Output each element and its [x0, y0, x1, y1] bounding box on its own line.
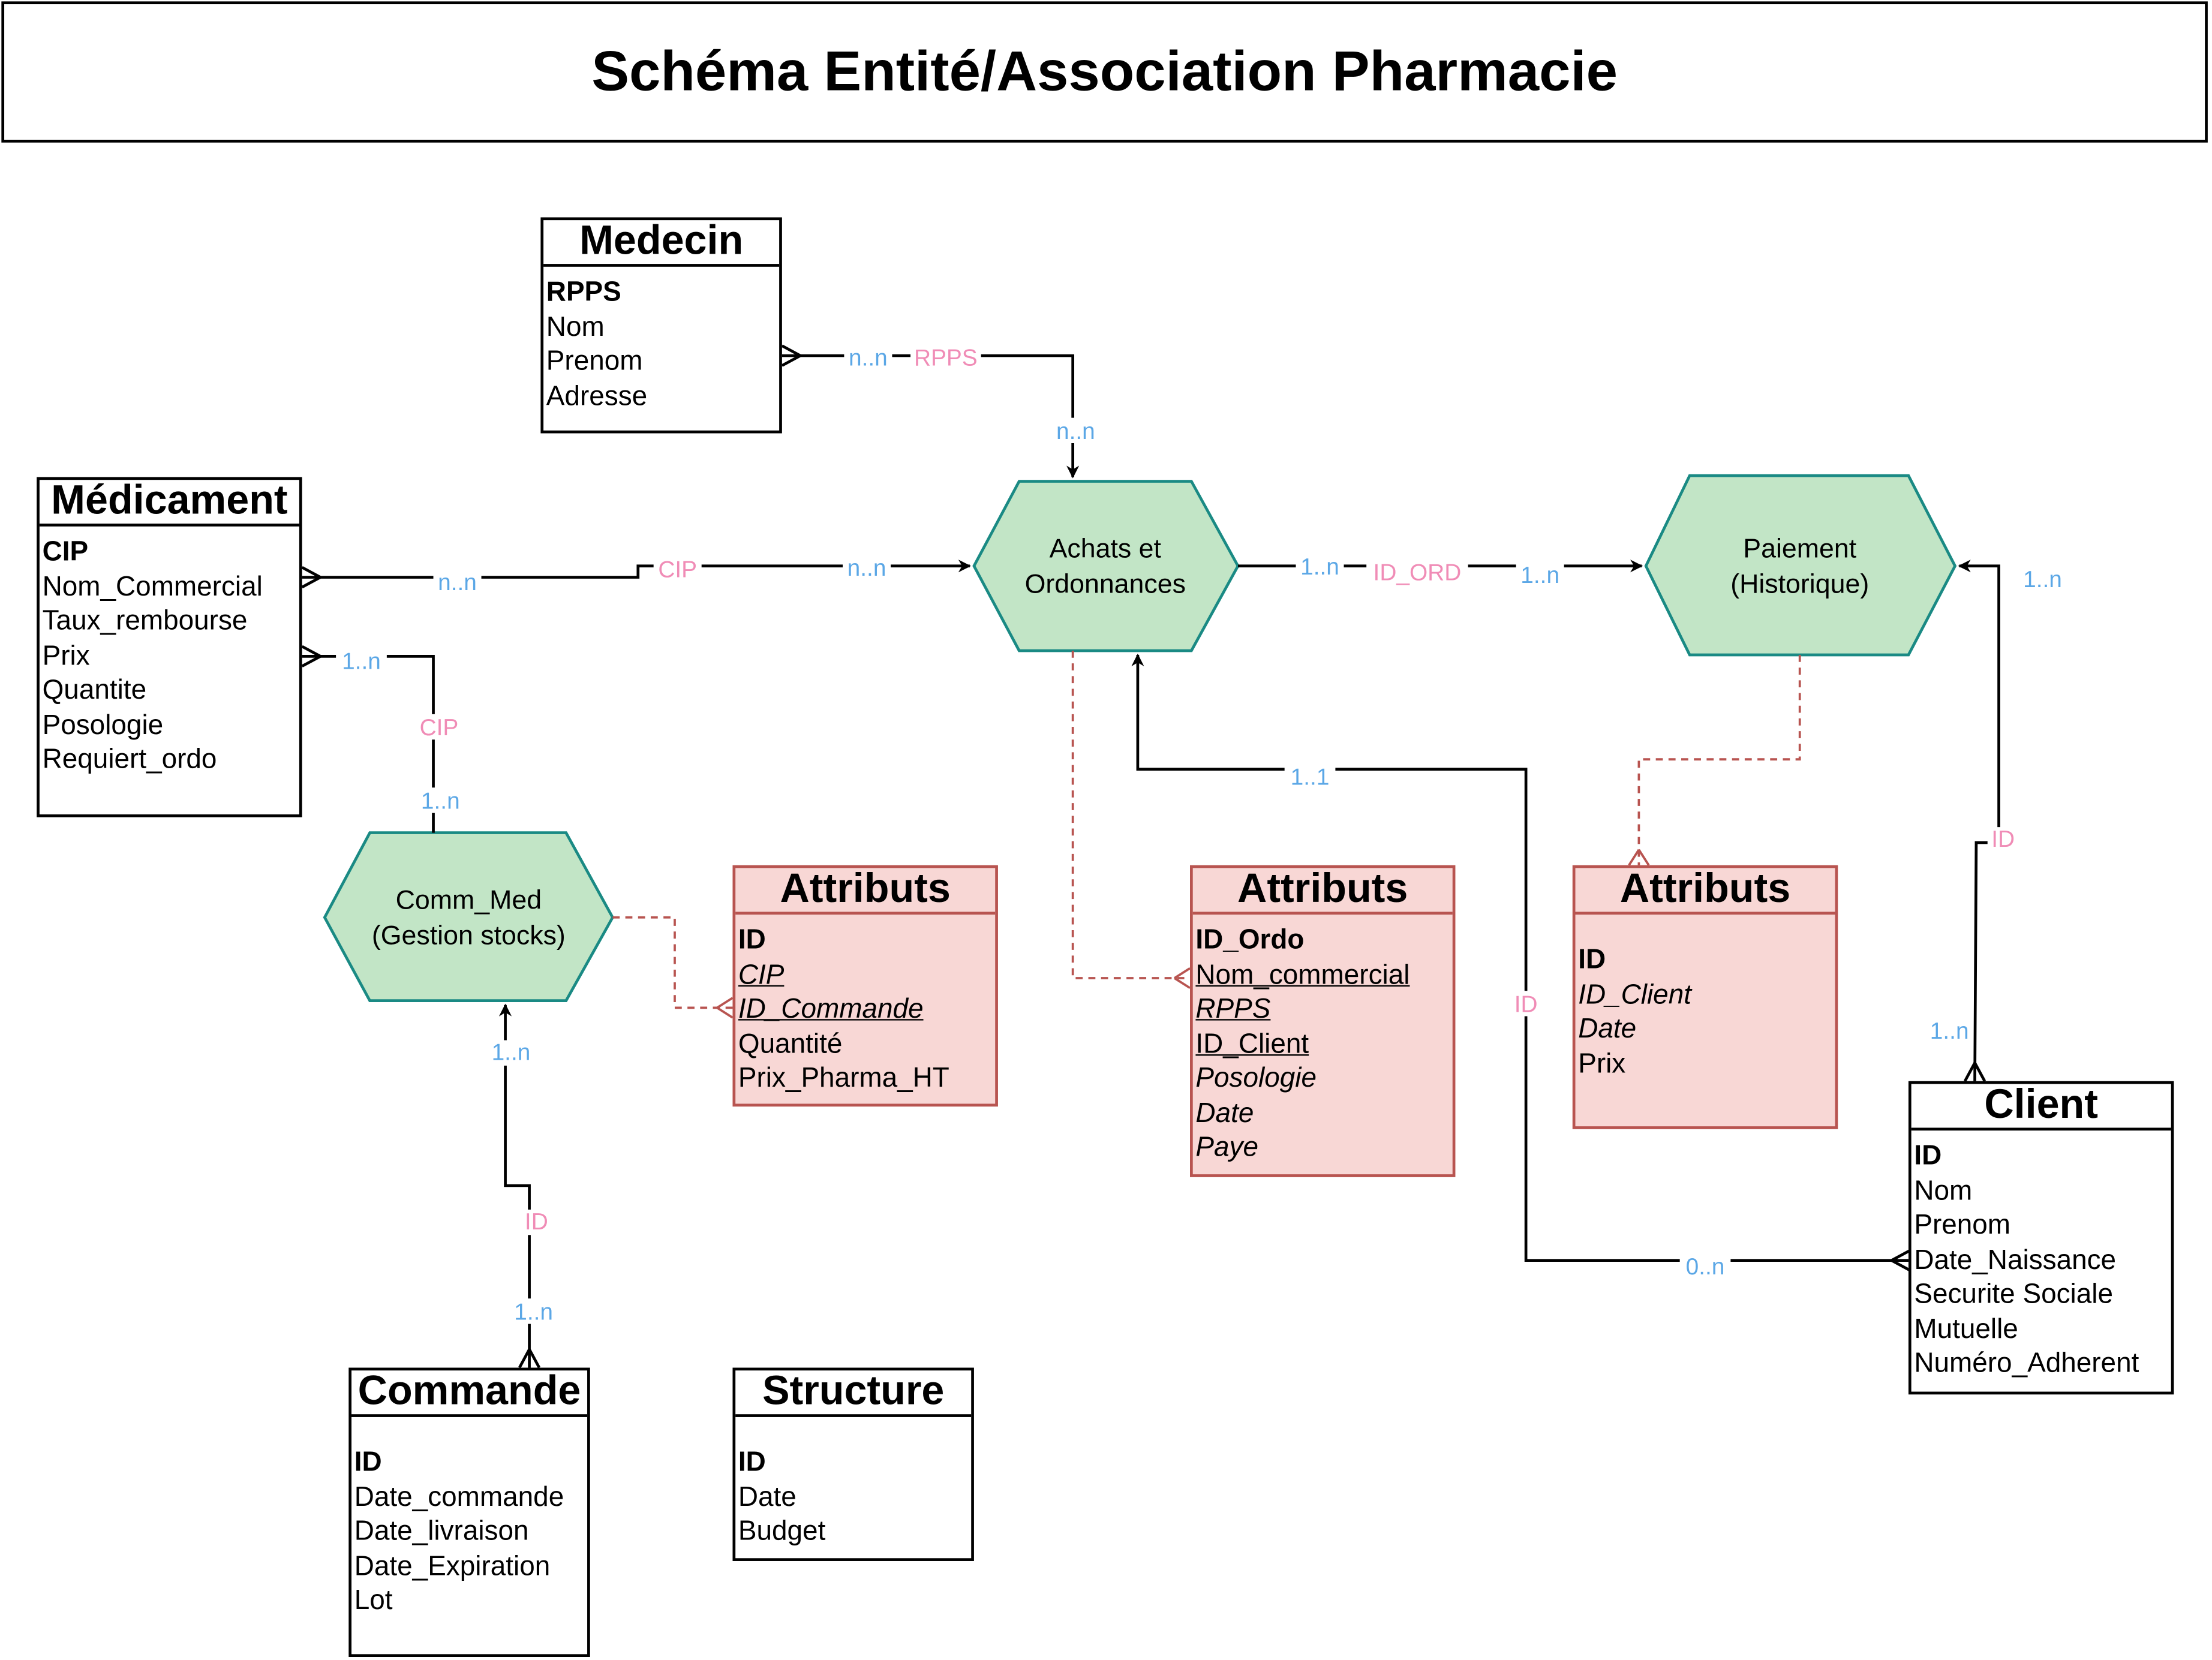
relationship-paiement-line1: Paiement	[1743, 534, 1856, 564]
field-client-numero-adherent: Numéro_Adherent	[1914, 1348, 2139, 1379]
attr-paiement-date: Date	[1578, 1013, 1637, 1045]
attr-achats-paye: Paye	[1195, 1132, 1259, 1163]
label-achats-out-card: 1..n	[1300, 554, 1339, 580]
field-client-id: ID	[1914, 1140, 1942, 1172]
label-medicament-key: CIP	[658, 557, 697, 583]
field-commande-date-expiration: Date_Expiration	[354, 1550, 551, 1582]
field-medicament-quantite: Quantite	[42, 674, 147, 706]
attr-achats-rpps: RPPS	[1195, 993, 1271, 1025]
entity-client[interactable]: Client ID Nom Prenom Date_Naissance Secu…	[1908, 1081, 2174, 1395]
label-client-card-achats: 0..n	[1686, 1254, 1725, 1280]
attr-paiement-id-client: ID_Client	[1578, 979, 1691, 1010]
entity-structure[interactable]: Structure ID Date Budget	[732, 1367, 974, 1561]
relationship-comm-med-line1: Comm_Med	[396, 886, 542, 915]
attr-achats-id-ordo: ID_Ordo	[1195, 924, 1305, 956]
entity-medecin-title: Medecin	[543, 220, 780, 267]
relationship-comm-med[interactable]: Comm_Med (Gestion stocks)	[323, 831, 615, 1002]
label-paiement-client-card: 1..n	[2023, 567, 2062, 593]
attr-achats-posologie: Posologie	[1195, 1063, 1317, 1094]
field-medecin-rpps: RPPS	[546, 276, 621, 308]
diagram-title: Schéma Entité/Association Pharmacie	[1, 1, 2208, 143]
field-client-nom: Nom	[1914, 1175, 1973, 1207]
field-medicament-prix: Prix	[42, 640, 90, 672]
relationship-achats-line2: Ordonnances	[1025, 569, 1186, 599]
field-structure-budget: Budget	[738, 1515, 826, 1547]
label-achats-client-card: 1..1	[1291, 765, 1330, 790]
entity-structure-title: Structure	[735, 1370, 972, 1417]
edge-comm-med-attributs	[612, 916, 734, 1019]
edge-client-paiement	[1958, 560, 2000, 1082]
entity-medecin[interactable]: Medecin RPPS Nom Prenom Adresse	[540, 217, 782, 434]
label-achats-key: ID_ORD	[1374, 560, 1462, 585]
field-medicament-requiert-ordo: Requiert_ordo	[42, 744, 217, 775]
edge-labels: n..n RPPS n..n n..n CIP n..n 1..n ID_ORD…	[336, 344, 2062, 1325]
attr-comm-cip: CIP	[738, 959, 785, 990]
attr-achats-date: Date	[1195, 1097, 1254, 1129]
attr-achats-nom-commercial: Nom_commercial	[1195, 959, 1410, 990]
field-client-prenom: Prenom	[1914, 1209, 2011, 1241]
field-structure-id: ID	[738, 1447, 766, 1478]
attr-comm-quantite: Quantité	[738, 1028, 843, 1060]
label-medicament-comm-card: 1..n	[342, 649, 381, 675]
field-medicament-taux-rembourse: Taux_rembourse	[42, 605, 248, 637]
attributes-achats[interactable]: Attributs ID_Ordo Nom_commercial RPPS ID…	[1190, 865, 1456, 1177]
attributes-comm-med-title: Attributs	[735, 868, 996, 915]
label-client-card-paiement: 1..n	[1930, 1018, 1969, 1044]
field-commande-date-commande: Date_commande	[354, 1481, 564, 1512]
field-client-mutuelle: Mutuelle	[1914, 1313, 2018, 1345]
field-medicament-cip: CIP	[42, 536, 89, 568]
attributes-achats-title: Attributs	[1192, 868, 1453, 915]
field-client-securite-sociale: Securite Sociale	[1914, 1279, 2114, 1310]
relationship-paiement[interactable]: Paiement (Historique)	[1644, 474, 1957, 657]
edge-commande-comm-med	[498, 1003, 541, 1369]
entity-medicament-title: Médicament	[39, 480, 299, 527]
label-commande-card: 1..n	[514, 1300, 553, 1325]
field-medecin-prenom: Prenom	[546, 345, 643, 377]
field-commande-date-livraison: Date_livraison	[354, 1515, 529, 1547]
label-comm-cmd-card: 1..n	[492, 1039, 531, 1065]
label-achats-from-medicament-card: n..n	[847, 555, 886, 581]
field-medecin-adresse: Adresse	[546, 380, 648, 412]
label-paiement-in-card: 1..n	[1520, 563, 1559, 588]
label-medecin-card: n..n	[849, 345, 888, 371]
label-commande-key: ID	[525, 1209, 548, 1235]
attr-comm-id-commande: ID_Commande	[738, 993, 924, 1025]
attr-achats-id-client: ID_Client	[1195, 1028, 1309, 1060]
edge-client-achats	[1131, 653, 1911, 1272]
relationship-comm-med-line2: (Gestion stocks)	[372, 921, 566, 950]
entity-client-title: Client	[1911, 1084, 2171, 1131]
label-client-key-paiement: ID	[1991, 826, 2015, 852]
entity-commande[interactable]: Commande ID Date_commande Date_livraison…	[348, 1367, 590, 1658]
relationship-achats[interactable]: Achats et Ordonnances	[972, 480, 1240, 652]
field-structure-date: Date	[738, 1481, 797, 1512]
label-medicament-card: n..n	[438, 570, 477, 596]
field-commande-lot: Lot	[354, 1584, 393, 1616]
label-medecin-key: RPPS	[914, 345, 978, 371]
edge-paiement-attributs	[1628, 655, 1801, 866]
relationship-achats-line1: Achats et	[1050, 534, 1162, 564]
attributes-comm-med[interactable]: Attributs ID CIP ID_Commande Quantité Pr…	[732, 865, 998, 1107]
attr-comm-id: ID	[738, 924, 766, 956]
label-client-key-achats: ID	[1514, 991, 1538, 1017]
entity-commande-title: Commande	[351, 1370, 588, 1417]
field-medicament-nom-commercial: Nom_Commercial	[42, 570, 263, 602]
attributes-paiement[interactable]: Attributs ID ID_Client Date Prix	[1572, 865, 1838, 1129]
field-medecin-nom: Nom	[546, 311, 605, 342]
field-medicament-posologie: Posologie	[42, 709, 164, 741]
attr-comm-prix-pharma-ht: Prix_Pharma_HT	[738, 1063, 949, 1094]
label-achats-from-medecin-card: n..n	[1056, 419, 1095, 444]
relationship-paiement-line2: (Historique)	[1730, 569, 1869, 599]
attributes-paiement-title: Attributs	[1575, 868, 1835, 915]
entity-medicament[interactable]: Médicament CIP Nom_Commercial Taux_rembo…	[37, 477, 302, 817]
label-comm-key: CIP	[420, 715, 459, 741]
label-comm-card: 1..n	[421, 789, 460, 814]
field-commande-id: ID	[354, 1447, 382, 1478]
edge-achats-attributs	[1071, 650, 1191, 990]
field-client-date-naissance: Date_Naissance	[1914, 1244, 2117, 1276]
attr-paiement-prix: Prix	[1578, 1048, 1626, 1079]
attr-paiement-id: ID	[1578, 944, 1606, 976]
